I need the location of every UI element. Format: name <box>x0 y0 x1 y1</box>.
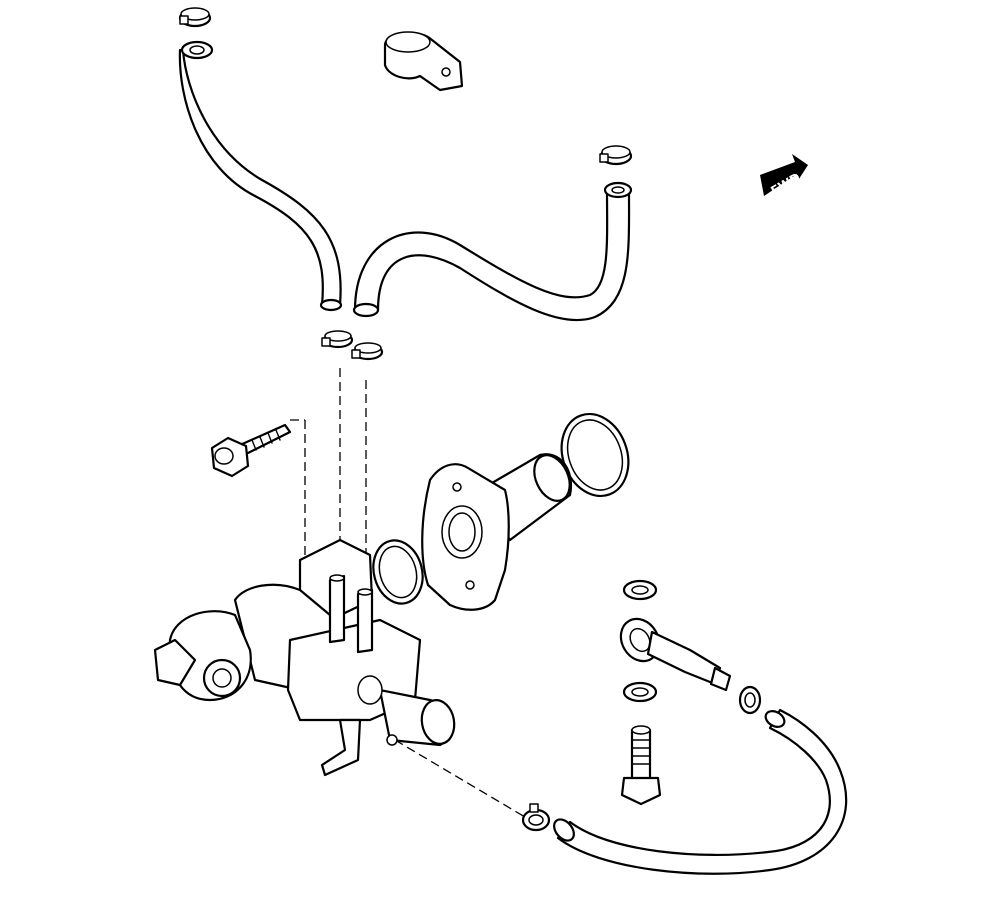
hose-clamp-middle-left <box>321 330 354 349</box>
hose-lower <box>553 708 848 875</box>
banjo-fitting <box>619 617 732 692</box>
bolt <box>210 423 292 478</box>
inlet-pipe <box>421 453 573 611</box>
hose-clamp-top-left <box>178 7 212 28</box>
forward-direction-arrow: FWD <box>760 154 808 198</box>
gasket-washer-bottom <box>622 681 658 703</box>
hose-clamp-banjo <box>738 685 762 715</box>
hose-upper-right <box>319 181 633 322</box>
gasket-washer-top <box>622 579 658 601</box>
hose-upper-left <box>178 40 342 307</box>
hose-clamp-top-right <box>599 145 633 166</box>
hose-holder-bracket <box>383 31 464 92</box>
oil-pump-body <box>153 538 456 777</box>
hose-clamp-lower <box>521 803 551 832</box>
o-ring-left <box>372 539 424 605</box>
union-bolt <box>620 725 662 806</box>
hose-clamp-middle-right <box>351 342 384 361</box>
